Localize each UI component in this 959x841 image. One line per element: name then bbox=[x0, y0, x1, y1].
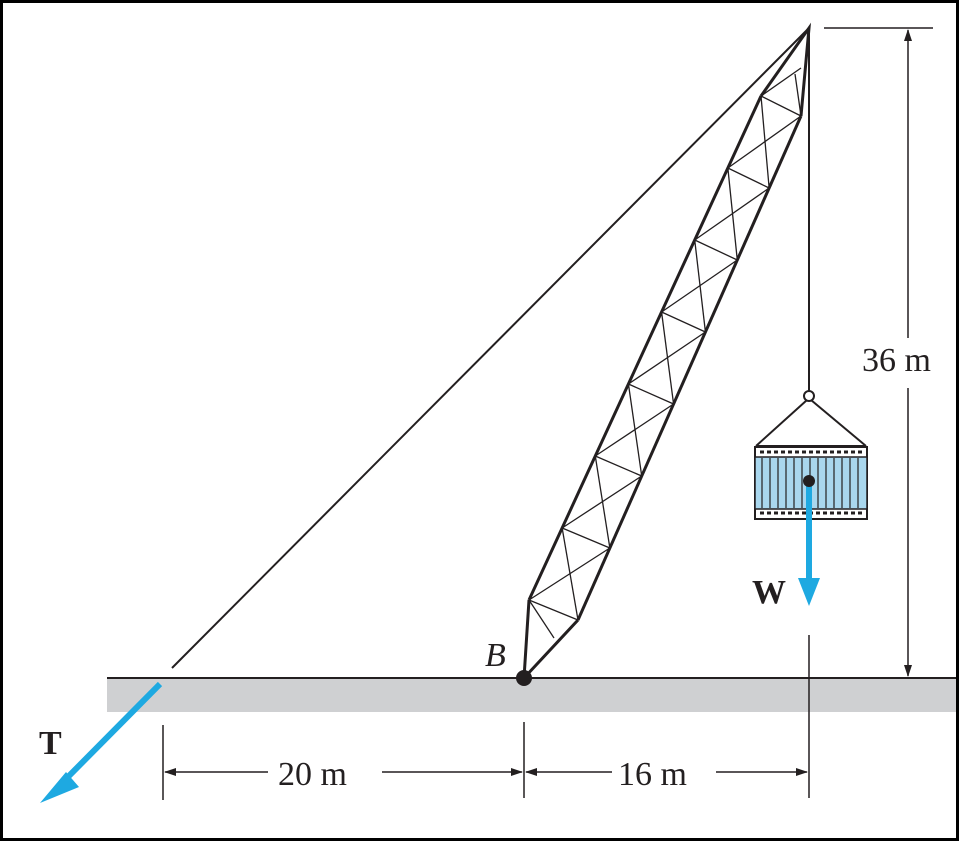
pivot-label: B bbox=[485, 637, 506, 674]
crate-stud bbox=[767, 450, 771, 454]
crate-stud bbox=[788, 450, 792, 454]
boom-diagonal bbox=[627, 383, 643, 477]
crate-stud bbox=[851, 450, 855, 454]
boom-diagonal bbox=[660, 311, 675, 405]
crate-stud bbox=[774, 450, 778, 454]
crate-stud bbox=[823, 450, 827, 454]
crate-stud bbox=[781, 450, 785, 454]
crate-stud bbox=[809, 450, 813, 454]
boom-tip-brace bbox=[760, 67, 802, 97]
boom-diagonal bbox=[760, 95, 770, 189]
hook-ring bbox=[803, 390, 815, 402]
crate-stud bbox=[816, 511, 820, 515]
crate-stud bbox=[788, 511, 792, 515]
dim-right-label: 16 m bbox=[618, 756, 687, 793]
ground bbox=[107, 677, 956, 712]
sling bbox=[755, 399, 867, 447]
crate-stud bbox=[774, 511, 778, 515]
crate-stud bbox=[816, 450, 820, 454]
crate-stud bbox=[837, 450, 841, 454]
crate-stud bbox=[760, 511, 764, 515]
boom-strut bbox=[528, 599, 579, 621]
crate-stud bbox=[837, 511, 841, 515]
boom-tip-brace bbox=[794, 73, 802, 117]
crate-stud bbox=[795, 450, 799, 454]
support-cable bbox=[171, 27, 810, 669]
boom-strut bbox=[595, 455, 642, 477]
weight-arrow bbox=[798, 475, 820, 606]
boom-strut bbox=[661, 311, 706, 333]
crate-stud bbox=[823, 511, 827, 515]
boom-strut bbox=[694, 239, 738, 261]
boom-diagonal bbox=[727, 167, 738, 261]
boom-strut bbox=[561, 527, 611, 549]
weight-label: W bbox=[752, 574, 786, 611]
boom-diagonal bbox=[594, 455, 611, 549]
boom-diagonal bbox=[561, 527, 579, 621]
boom-strut bbox=[628, 383, 674, 405]
crate-stud bbox=[781, 511, 785, 515]
crate-stud bbox=[858, 450, 862, 454]
dimension-horizontal bbox=[162, 722, 808, 800]
dimension-height bbox=[824, 27, 933, 679]
crate-stud bbox=[851, 511, 855, 515]
crate-stud bbox=[844, 450, 848, 454]
crate-stud bbox=[830, 450, 834, 454]
boom-right-chord bbox=[576, 115, 803, 621]
crate-stud bbox=[844, 511, 848, 515]
dim-height-label: 36 m bbox=[862, 342, 931, 379]
pivot-b bbox=[516, 670, 532, 686]
boom-strut bbox=[727, 167, 770, 189]
crate-stud bbox=[830, 511, 834, 515]
crate-stud bbox=[858, 511, 862, 515]
crate-stud bbox=[760, 450, 764, 454]
boom-diagonal bbox=[694, 239, 707, 333]
crate-stud bbox=[767, 511, 771, 515]
crane-boom bbox=[522, 22, 812, 680]
tension-arrow bbox=[40, 681, 163, 803]
boom-strut bbox=[760, 95, 802, 117]
dim-left-label: 20 m bbox=[278, 756, 347, 793]
boom-base-brace bbox=[528, 599, 555, 639]
crate-stud bbox=[795, 511, 799, 515]
crate-stud bbox=[802, 511, 806, 515]
tension-label: T bbox=[39, 725, 62, 762]
crate-stud bbox=[802, 450, 806, 454]
boom-left-chord bbox=[527, 95, 763, 601]
